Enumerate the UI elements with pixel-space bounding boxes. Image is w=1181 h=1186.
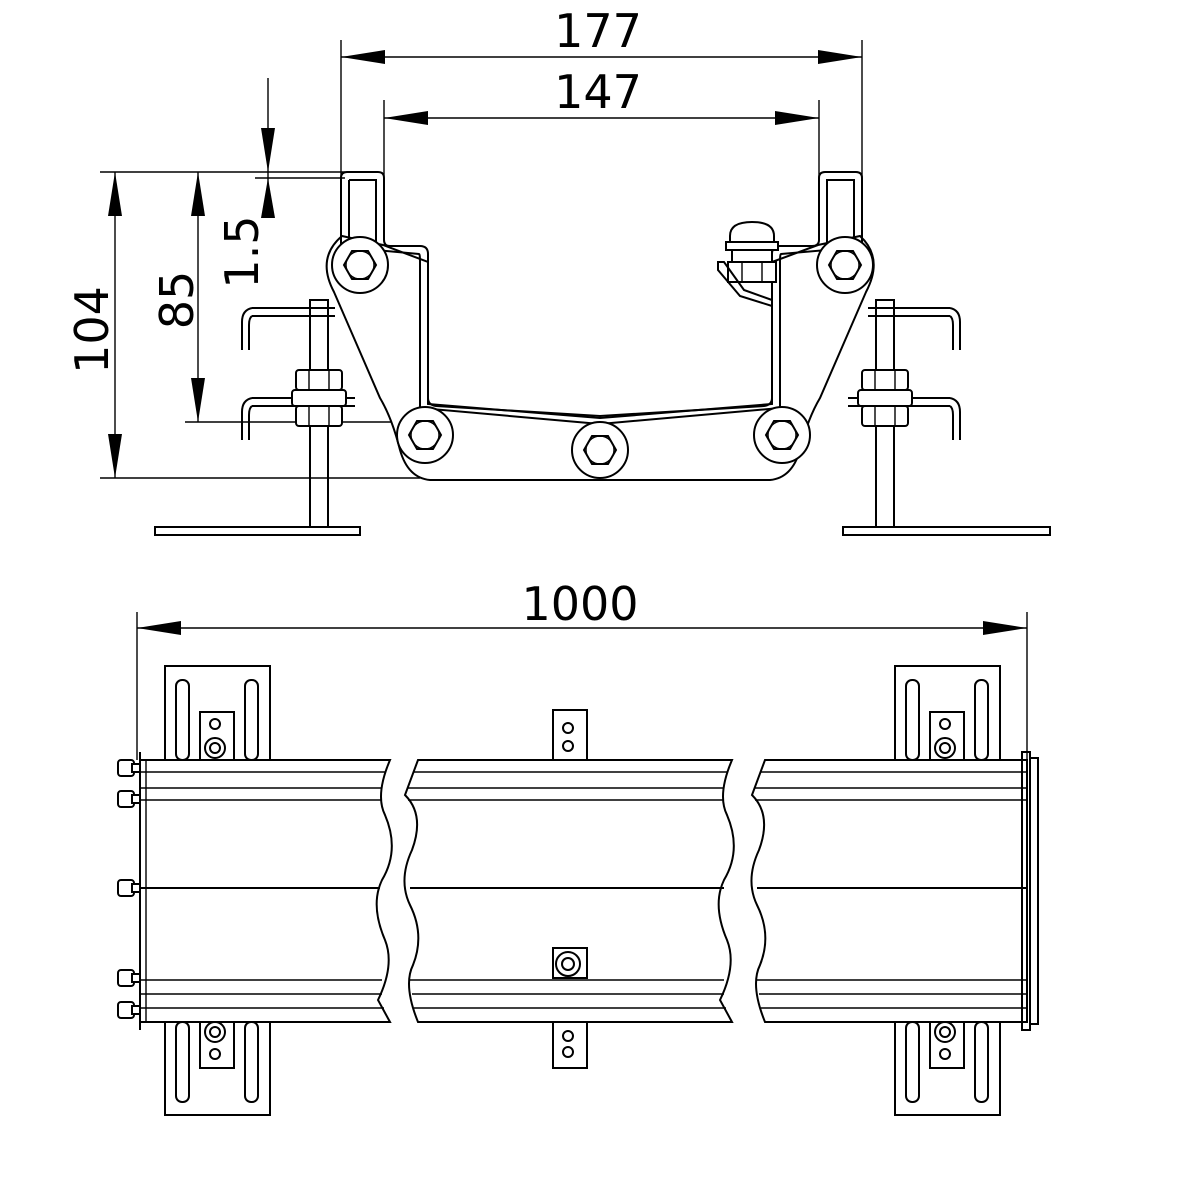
channel-profile	[340, 171, 863, 426]
adjustable-foot-left	[154, 299, 361, 536]
dimension-inner-width: 147	[383, 65, 820, 178]
plan-view: 1000	[117, 577, 1039, 1116]
center-clamp-icon	[552, 947, 588, 979]
foot-plate-bottom-right	[894, 1021, 1001, 1116]
foot-plate-top-left	[164, 665, 271, 761]
channel-body	[139, 751, 1039, 1031]
dimension-wall-thickness: 1.5	[215, 78, 345, 289]
dimension-outer-width: 177	[340, 4, 863, 178]
adjustable-foot-right	[842, 299, 1051, 536]
dimension-channel-depth: 85	[150, 171, 420, 423]
foot-plate-bottom-left	[164, 1021, 271, 1116]
dimension-total-height: 104	[65, 171, 420, 479]
locking-clamp-icon	[717, 220, 779, 308]
foot-plate-top-right	[894, 665, 1001, 761]
dimension-wall-thickness-label: 1.5	[215, 215, 269, 288]
tab-top-center	[552, 709, 588, 761]
hex-bolt-bottom-center-icon	[571, 421, 629, 479]
dimension-total-height-label: 104	[65, 286, 119, 374]
section-view: 177 147 1.5 85	[65, 4, 1051, 536]
dimension-inner-width-label: 147	[554, 65, 642, 119]
hex-bolt-top-right-icon	[816, 236, 874, 294]
dimension-outer-width-label: 177	[554, 4, 642, 58]
dimension-length-label: 1000	[521, 577, 638, 631]
hex-bolt-bottom-left-icon	[396, 406, 454, 464]
hex-bolt-top-left-icon	[331, 236, 389, 294]
hex-bolt-bottom-right-icon	[753, 406, 811, 464]
end-bolts-left	[117, 759, 141, 1019]
dimension-length: 1000	[136, 577, 1028, 760]
bracket-frame	[325, 234, 875, 481]
dimension-channel-depth-label: 85	[150, 271, 204, 330]
tab-bottom-center	[552, 1021, 588, 1069]
